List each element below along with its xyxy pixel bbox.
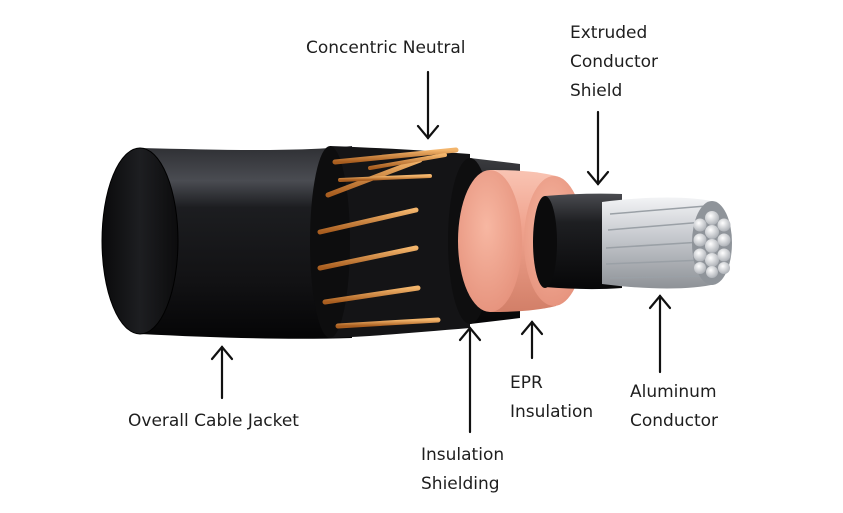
neutral-wire [338, 174, 432, 182]
arrow-overall-cable-jacket [210, 345, 234, 400]
overall-cable-jacket [101, 146, 352, 339]
arrow-aluminum-conductor [648, 294, 672, 374]
label-line: Insulation [421, 445, 505, 465]
neutral-wire [368, 153, 447, 170]
label-line: Aluminum [630, 382, 717, 402]
label-line: Insulation [510, 402, 594, 422]
label-extruded-conductor-shield: Extruded Conductor Shield [570, 19, 658, 106]
label-line: Conductor [630, 411, 719, 431]
arrow-extruded-conductor-shield [586, 110, 610, 186]
label-line: Shielding [421, 474, 500, 494]
neutral-wire [317, 207, 419, 235]
label-line: Conductor [570, 52, 659, 72]
label-concentric-neutral: Concentric Neutral [306, 34, 466, 63]
arrow-epr-insulation [520, 320, 544, 360]
conductor-strands [693, 211, 731, 278]
label-line: EPR [510, 373, 543, 393]
label-overall-cable-jacket: Overall Cable Jacket [128, 407, 299, 436]
label-concentric-neutral-text: Concentric Neutral [306, 38, 466, 58]
neutral-wire [332, 147, 459, 165]
neutral-wire [317, 245, 419, 271]
concentric-neutral-wires [317, 147, 459, 329]
pointer-arrows [210, 70, 672, 434]
neutral-wire [335, 317, 441, 329]
label-insulation-shielding: Insulation Shielding [421, 441, 504, 499]
label-line: Shield [570, 81, 623, 101]
neutral-wire [322, 285, 421, 305]
arrow-concentric-neutral [416, 70, 440, 140]
concentric-neutral-section [310, 146, 470, 338]
arrow-insulation-shielding [458, 326, 482, 434]
label-line: Extruded [570, 23, 648, 43]
label-overall-cable-jacket-text: Overall Cable Jacket [128, 411, 299, 431]
label-epr-insulation: EPR Insulation [510, 369, 593, 427]
label-aluminum-conductor: Aluminum Conductor [630, 378, 718, 436]
aluminum-conductor [602, 197, 732, 289]
